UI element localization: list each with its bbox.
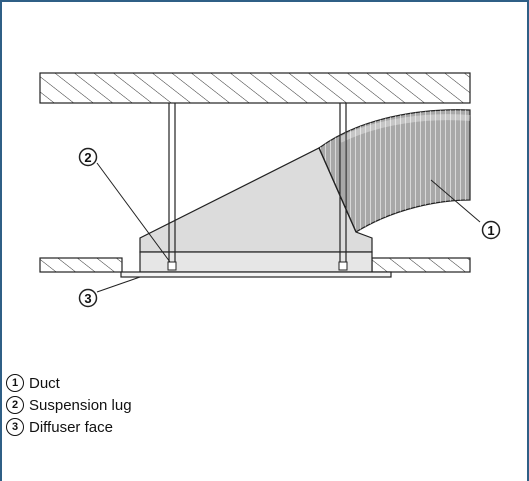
frame-top-border (0, 0, 529, 2)
suspension-rod-left (168, 103, 176, 264)
diffuser (120, 251, 392, 278)
suspension-lug-left (167, 261, 177, 271)
frame-right-border (527, 0, 529, 481)
suspended-ceiling-right (371, 257, 471, 273)
callout-1-number: 1 (487, 223, 494, 238)
suspension-lug-right (338, 261, 348, 271)
callout-1-leader (430, 179, 481, 223)
callout-2-leader (96, 162, 171, 263)
callout-2-marker: 2 (78, 147, 98, 167)
legend-label: Duct (29, 374, 60, 392)
ceiling-slab (39, 72, 471, 104)
callout-3-marker: 3 (78, 288, 98, 308)
suspension-rod-right (339, 103, 347, 264)
callout-2-number: 2 (84, 150, 91, 165)
legend-label: Suspension lug (29, 396, 132, 414)
frame-left-border (0, 0, 2, 481)
callout-3-leader (96, 276, 141, 293)
legend-item-diffuser-face: 3 Diffuser face (6, 416, 132, 438)
legend-item-duct: 1 Duct (6, 372, 132, 394)
legend: 1 Duct 2 Suspension lug 3 Diffuser face (6, 372, 132, 438)
legend-number: 3 (6, 418, 24, 436)
legend-number: 2 (6, 396, 24, 414)
suspended-ceiling-left (39, 257, 123, 273)
legend-label: Diffuser face (29, 418, 113, 436)
callout-1-marker: 1 (481, 220, 501, 240)
flexible-duct (318, 109, 471, 233)
legend-number: 1 (6, 374, 24, 392)
callout-3-number: 3 (84, 291, 91, 306)
legend-item-suspension-lug: 2 Suspension lug (6, 394, 132, 416)
